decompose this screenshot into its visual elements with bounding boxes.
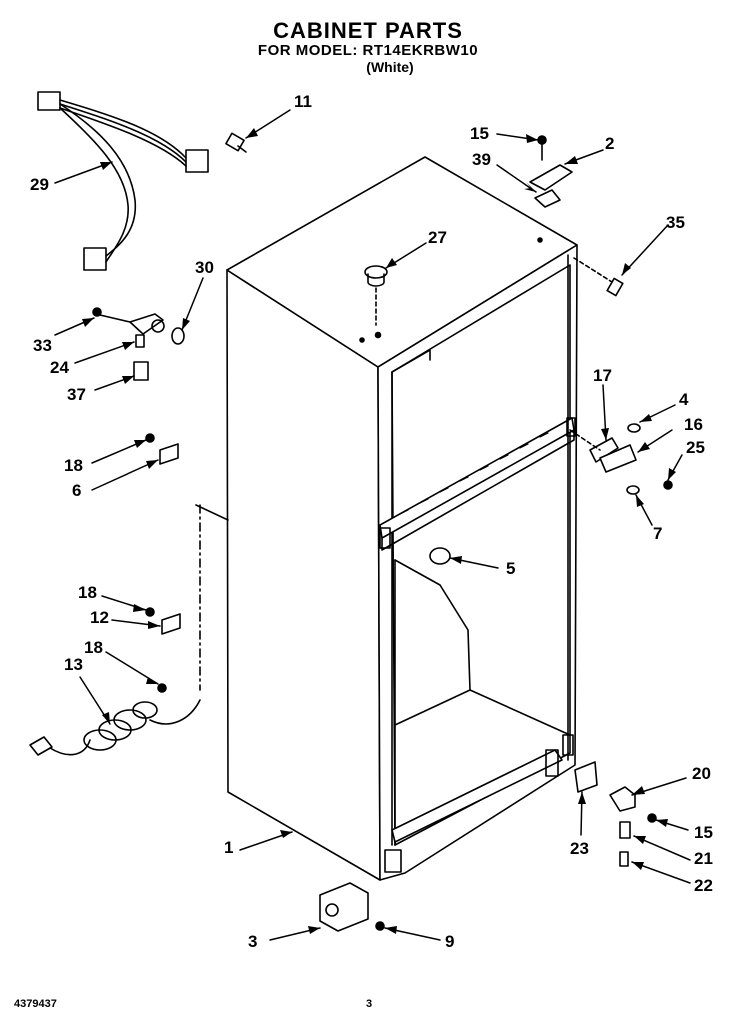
wire-harness — [37, 91, 209, 271]
callout-15-b: 15 — [694, 823, 713, 842]
callout-4: 4 — [679, 390, 689, 409]
callout-18-b: 18 — [78, 583, 97, 602]
power-cord — [29, 699, 201, 756]
callout-18-a: 18 — [64, 456, 83, 475]
callout-30: 30 — [195, 258, 214, 277]
button-27 — [364, 265, 388, 326]
color-line: (White) — [366, 59, 414, 75]
center-hinge — [569, 423, 673, 495]
callout-16: 16 — [684, 415, 703, 434]
cabinet-body — [226, 156, 578, 881]
callout-7: 7 — [653, 524, 663, 543]
callout-9: 9 — [445, 932, 455, 951]
page-number: 3 — [366, 998, 373, 1010]
callout-27: 27 — [428, 228, 447, 247]
leveling-leg — [429, 547, 451, 565]
callout-21: 21 — [694, 849, 713, 868]
callout-29: 29 — [30, 175, 49, 194]
callout-25: 25 — [686, 438, 705, 457]
bottom-hinge — [574, 761, 657, 867]
callout-24: 24 — [50, 358, 69, 377]
callout-1: 1 — [224, 838, 234, 857]
callout-20: 20 — [692, 764, 711, 783]
model-line: FOR MODEL: RT14EKRBW10 — [257, 42, 479, 59]
roller-assembly — [319, 882, 385, 932]
callout-13: 13 — [64, 655, 83, 674]
callout-39: 39 — [472, 150, 491, 169]
clips — [145, 433, 229, 693]
callout-23: 23 — [570, 839, 589, 858]
thermostat-parts — [92, 307, 185, 381]
callout-11: 11 — [294, 92, 312, 111]
callout-12: 12 — [90, 608, 109, 627]
top-hinge — [529, 135, 573, 208]
screw-11 — [225, 132, 247, 153]
callout-37: 37 — [67, 385, 86, 404]
callout-17: 17 — [593, 366, 612, 385]
callout-22: 22 — [694, 876, 713, 895]
document-number: 4379437 — [14, 998, 57, 1010]
callout-15: 15 — [470, 124, 489, 143]
callout-33: 33 — [33, 336, 52, 355]
callout-2: 2 — [605, 134, 615, 153]
page-title: CABINET PARTS — [273, 18, 463, 43]
callout-5: 5 — [506, 559, 516, 578]
callout-3: 3 — [248, 932, 258, 951]
callout-6: 6 — [72, 481, 82, 500]
callout-35: 35 — [666, 213, 685, 232]
plug-35 — [573, 257, 624, 297]
arrow-heads — [82, 128, 676, 934]
callout-18-c: 18 — [84, 638, 103, 657]
